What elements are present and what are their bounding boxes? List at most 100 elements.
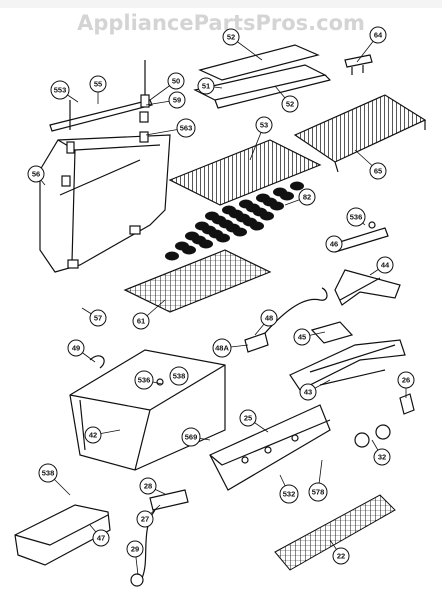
svg-text:578: 578 [312, 488, 325, 497]
svg-text:569: 569 [185, 433, 198, 442]
part-callout: 26 [397, 371, 415, 389]
clip-49 [89, 355, 105, 369]
svg-text:27: 27 [141, 515, 149, 524]
part-callout: 56 [27, 165, 45, 183]
part-callout: 29 [126, 540, 144, 558]
warming-shelf [193, 44, 331, 109]
part-callout: 536 [134, 370, 154, 390]
valve-26 [399, 393, 415, 415]
briquette [290, 181, 304, 191]
part-callout: 25 [239, 409, 257, 427]
svg-text:49: 49 [72, 344, 80, 353]
svg-text:50: 50 [172, 77, 180, 86]
svg-text:45: 45 [298, 333, 306, 342]
svg-text:43: 43 [304, 388, 312, 397]
rock-grate [123, 249, 272, 313]
svg-text:22: 22 [337, 552, 345, 561]
svg-text:57: 57 [94, 314, 102, 323]
svg-text:46: 46 [330, 240, 338, 249]
control-panel [209, 404, 331, 491]
part-callout: 43 [299, 383, 317, 401]
svg-text:48: 48 [265, 314, 273, 323]
ignitor [244, 287, 328, 353]
part-callout: 59 [168, 91, 186, 109]
svg-text:42: 42 [89, 431, 97, 440]
svg-text:61: 61 [137, 317, 145, 326]
part-callout: 569 [181, 427, 201, 447]
part-callout: 52 [281, 95, 299, 113]
svg-text:59: 59 [173, 96, 181, 105]
upper-cooking-grid [293, 94, 427, 173]
watermark: AppliancePartsPros.com [77, 11, 365, 35]
bottom-tray [14, 504, 111, 566]
part-callout: 538 [38, 463, 58, 483]
svg-text:25: 25 [244, 414, 252, 423]
svg-text:538: 538 [173, 372, 186, 381]
part-callout: 55 [89, 75, 107, 93]
svg-text:48A: 48A [215, 344, 229, 353]
part-callout: 53 [255, 116, 273, 134]
briquette [165, 251, 179, 261]
part-callout: 563 [176, 118, 196, 138]
part-callout: 27 [136, 510, 154, 528]
svg-text:32: 32 [378, 453, 386, 462]
briquettes [165, 181, 304, 261]
part-callout: 32 [373, 448, 391, 466]
svg-text:26: 26 [402, 376, 410, 385]
svg-text:538: 538 [42, 469, 55, 478]
part-callout: 65 [369, 162, 387, 180]
briquette [199, 239, 213, 249]
part-callout: 49 [67, 339, 85, 357]
svg-text:44: 44 [381, 261, 390, 270]
regulator-hose [130, 489, 189, 587]
part-callout: 532 [279, 484, 299, 504]
svg-text:29: 29 [131, 545, 139, 554]
briquette [216, 233, 230, 243]
burner-tube-assembly [329, 221, 401, 306]
part-callout: 536 [346, 207, 366, 227]
svg-text:65: 65 [374, 167, 382, 176]
bracket-45 [310, 321, 354, 344]
svg-text:536: 536 [350, 213, 363, 222]
part-callout: 47 [92, 529, 110, 547]
svg-text:82: 82 [303, 193, 311, 202]
part-callout: 42 [84, 426, 102, 444]
svg-text:53: 53 [260, 121, 268, 130]
briquette [280, 191, 294, 201]
part-callout: 538 [169, 366, 189, 386]
part-callout: 553 [50, 80, 70, 100]
part-callout: 48 [260, 309, 278, 327]
part-callout: 46 [325, 235, 343, 253]
svg-text:52: 52 [227, 33, 235, 42]
briquette [182, 245, 196, 255]
part-callout: 51 [197, 77, 215, 95]
briquette [250, 221, 264, 231]
control-knobs [354, 424, 391, 448]
part-callout: 61 [132, 312, 150, 330]
part-callout: 45 [293, 328, 311, 346]
svg-text:536: 536 [138, 376, 151, 385]
briquette [233, 227, 247, 237]
part-callout: 28 [139, 477, 157, 495]
part-callout: 578 [308, 482, 328, 502]
svg-text:64: 64 [374, 31, 383, 40]
top-strip [0, 0, 442, 8]
cooking-grid [168, 139, 322, 206]
svg-text:532: 532 [283, 490, 296, 499]
bracket-64 [344, 54, 373, 75]
svg-text:47: 47 [97, 534, 105, 543]
svg-text:28: 28 [144, 482, 152, 491]
h-burner [289, 339, 406, 391]
callout-labels: 553 55 50 59 563 52 51 52 64 53 65 56 82 536 46 44 57 61 4… [27, 26, 415, 576]
part-callout: 82 [298, 188, 316, 206]
hood-handle [49, 60, 153, 154]
svg-text:553: 553 [54, 86, 67, 95]
part-callout: 64 [369, 26, 387, 44]
part-callout: 48A [212, 338, 232, 358]
part-callout: 52 [222, 28, 240, 46]
svg-text:56: 56 [32, 170, 40, 179]
briquette [270, 201, 284, 211]
svg-text:51: 51 [202, 82, 210, 91]
part-callout: 22 [332, 547, 350, 565]
